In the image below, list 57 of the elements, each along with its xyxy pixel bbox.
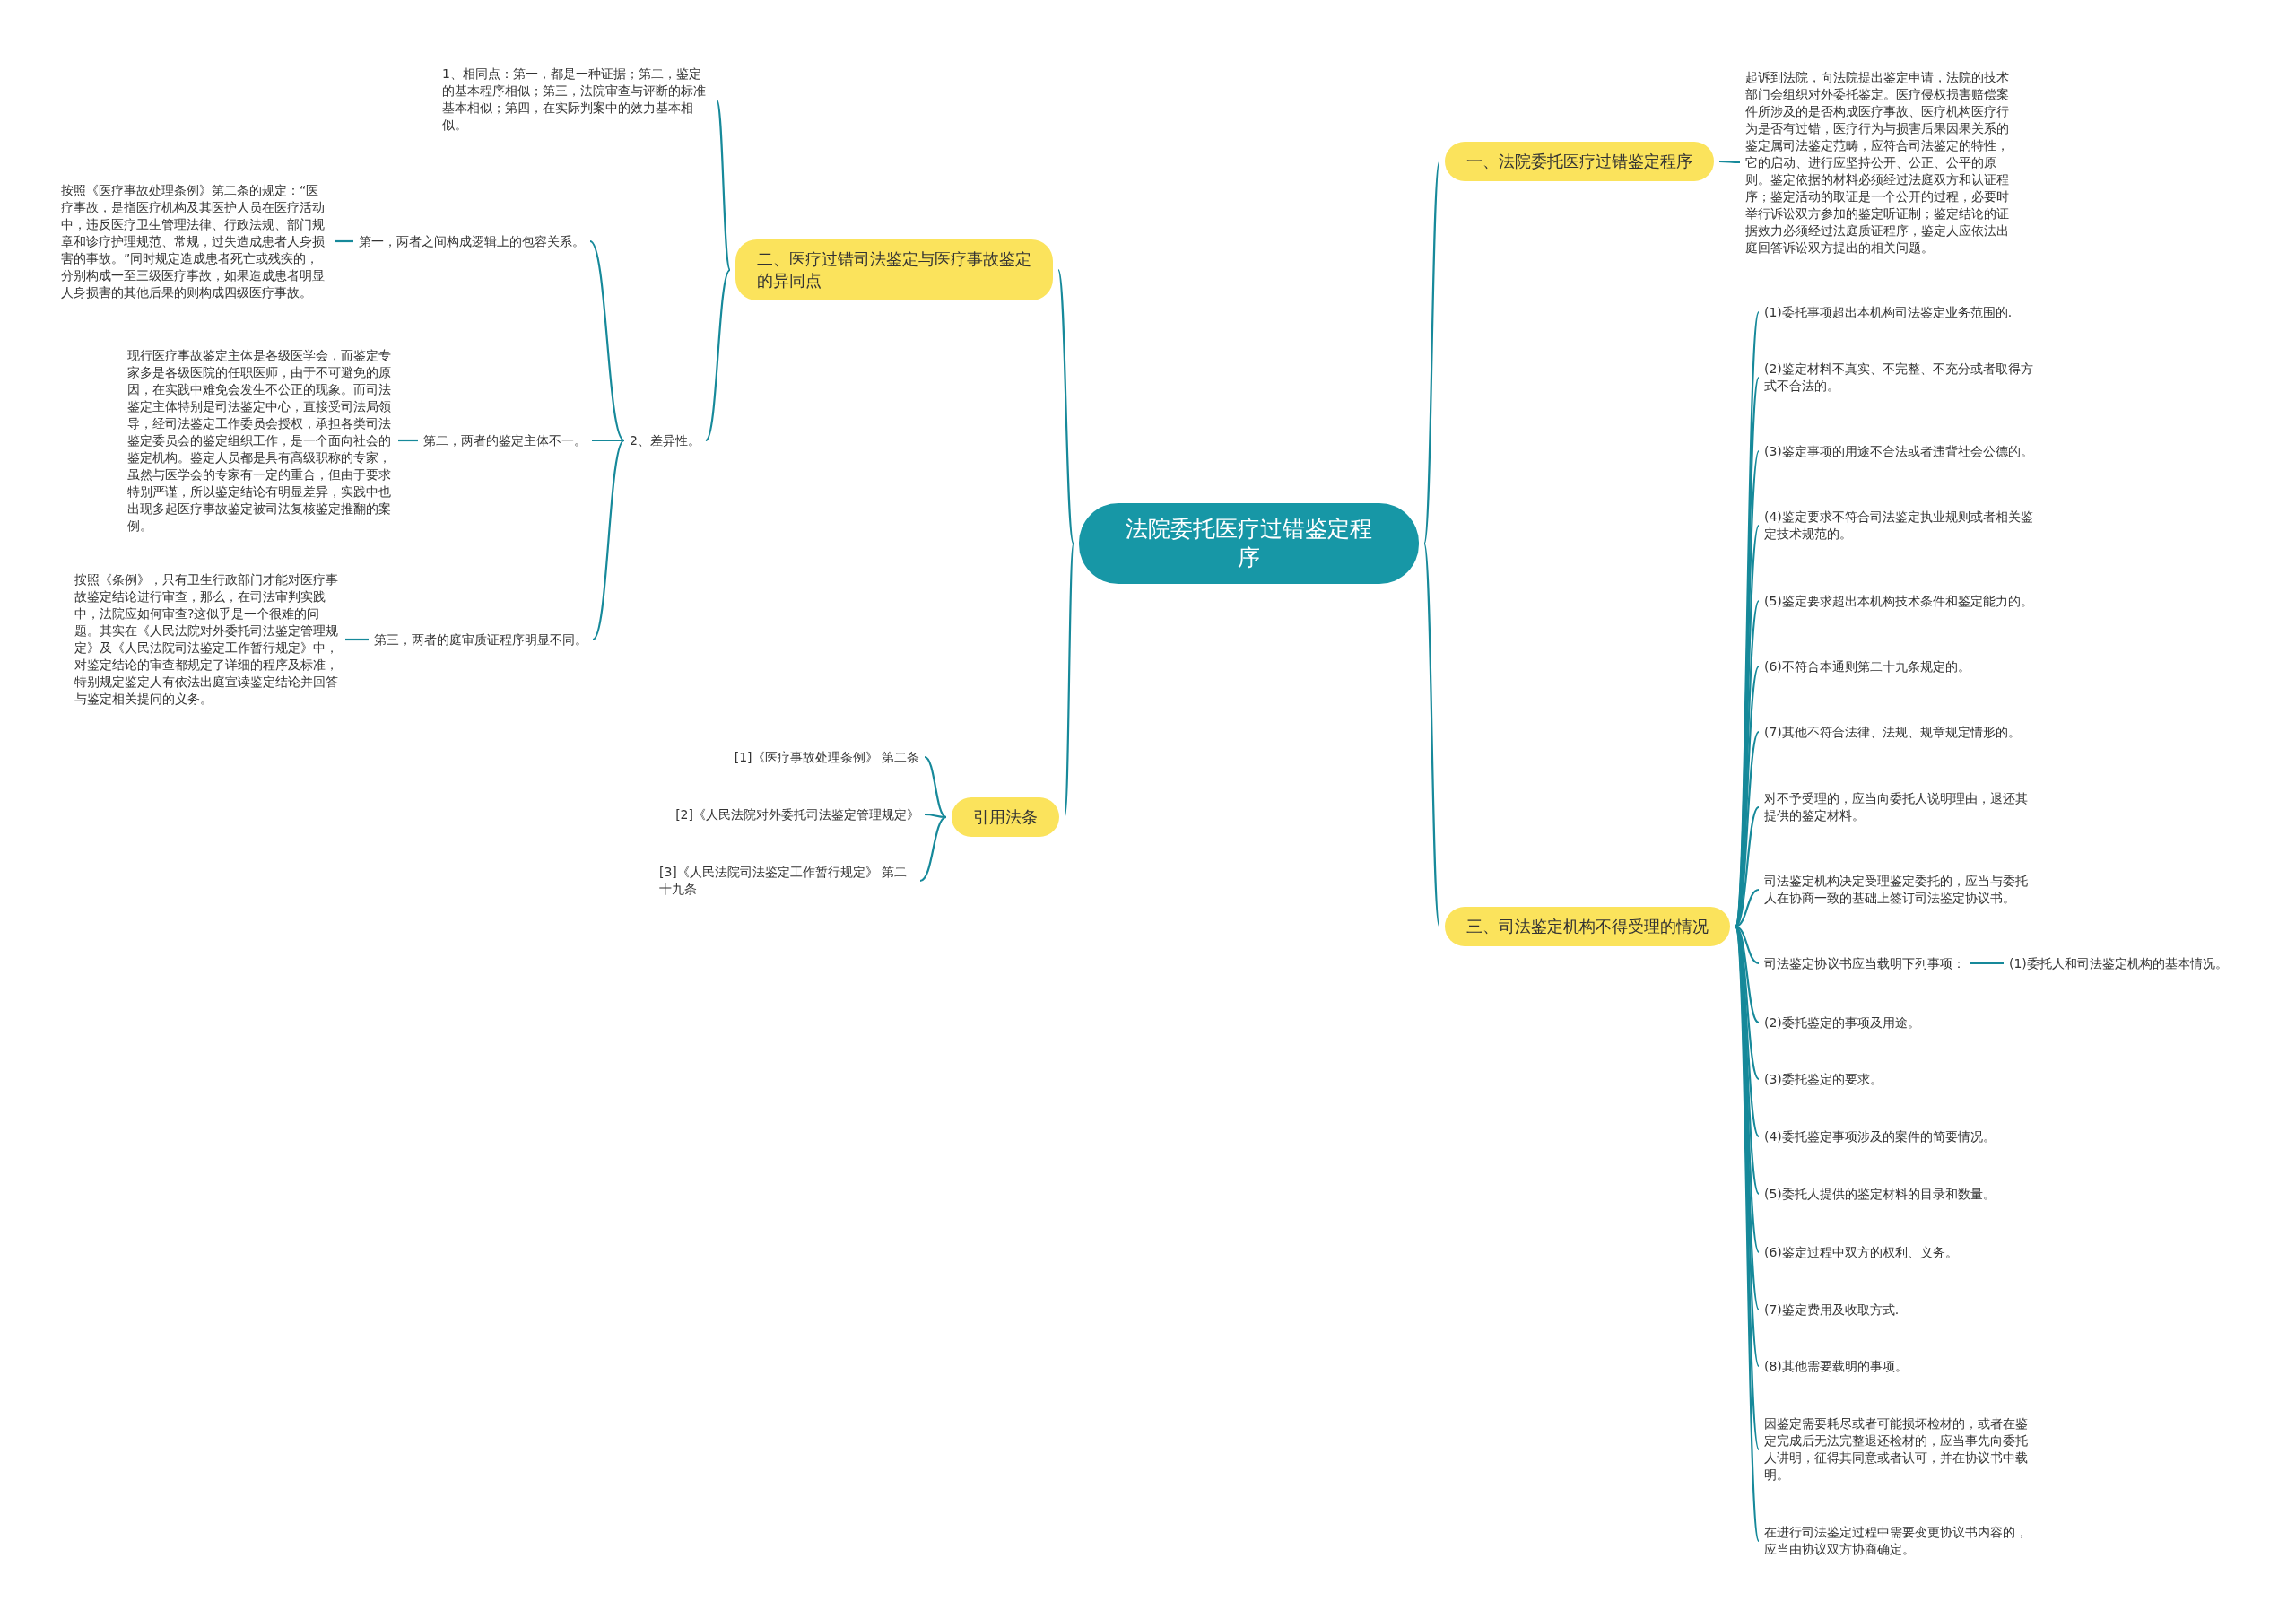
connector-line xyxy=(1422,161,1441,544)
branch-text: (5)委托人提供的鉴定材料的目录和数量。 xyxy=(1764,1185,2033,1203)
topic-pill: 二、医疗过错司法鉴定与医疗事故鉴定的异同点 xyxy=(735,239,1053,300)
branch-text: (1)委托事项超出本机构司法鉴定业务范围的. xyxy=(1764,303,2033,321)
branch-text: 第二，两者的鉴定主体不一。 xyxy=(423,431,587,449)
connector-line xyxy=(1719,160,1740,164)
connector-line xyxy=(1735,888,1760,928)
connector-line xyxy=(1063,543,1075,818)
branch-text: 司法鉴定机构决定受理鉴定委托的，应当与委托人在协商一致的基础上签订司法鉴定协议书。 xyxy=(1764,873,2033,907)
branch-text: (4)委托鉴定事项涉及的案件的简要情况。 xyxy=(1764,1127,2033,1145)
branch-text: 按照《医疗事故处理条例》第二条的规定：“医疗事故，是指医疗机构及其医护人员在医疗活动中，违反医疗卫生管理法律、行政法规、部门规章和诊疗护理规范、常规，过失造成患者人身损害的事故。”同时规定造成患者死亡或残疾的，分别构成一至三级医疗事故，如果造成患者明显人身损害的其他后果的则构成四级医疗事故。 xyxy=(61,181,330,301)
connector-line xyxy=(1735,925,1760,965)
branch-text: 起诉到法院，向法院提出鉴定申请，法院的技术部门会组织对外委托鉴定。医疗侵权损害赔偿案件所涉及的是否构成医疗事故、医疗机构医疗行为是否有过错，医疗行为与损害后果因果关系的鉴定属司法鉴定范畴，应符合司法鉴定的特性，它的启动、进行应坚持公开、公正、公平的原则。鉴定依据的材料必须经过法庭双方和认证程序；鉴定活动的取证是一个公开的过程，必要时举行诉讼双方参加的鉴定听证制；鉴定结论的证据效力必须经过法庭质证程序，鉴定人应依法出庭回答诉讼双方提出的相关问题。 xyxy=(1745,68,2014,257)
branch-text: (7)鉴定费用及收取方式. xyxy=(1764,1301,2033,1319)
branch-text: 在进行司法鉴定过程中需要变更协议书内容的，应当由协议双方协商确定。 xyxy=(1764,1524,2033,1558)
topic-pill: 三、司法鉴定机构不得受理的情况 xyxy=(1445,907,1730,946)
branch-text: 按照《条例》，只有卫生行政部门才能对医疗事故鉴定结论进行审查，那么，在司法审判实践中，法院应如何审查?这似乎是一个很难的问题。其实在《人民法院对外委托司法鉴定管理规定》及《人民法院司法鉴定工作暂行规定》中，对鉴定结论的审查都规定了详细的程序及标准，特别规定鉴定人有依法出庭宣读鉴定结论并回答与鉴定相关提问的义务。 xyxy=(74,571,340,708)
connector-line xyxy=(705,269,731,441)
branch-text: (3)鉴定事项的用途不合法或者违背社会公德的。 xyxy=(1764,442,2033,460)
branch-text: (2)鉴定材料不真实、不完整、不充分或者取得方式不合法的。 xyxy=(1764,361,2033,395)
connector-line xyxy=(592,439,624,442)
branch-text: (5)鉴定要求超出本机构技术条件和鉴定能力的。 xyxy=(1764,592,2033,610)
connector-line xyxy=(398,439,418,442)
branch-text: 现行医疗事故鉴定主体是各级医学会，而鉴定专家多是各级医院的任职医师，由于不可避免的原因，在实践中难免会发生不公正的现象。而司法鉴定主体特别是司法鉴定中心，直接受司法局领导，经司法鉴定工作委员会授权，承担各类司法鉴定委员会的鉴定组织工作，是一个面向社会的鉴定机构。鉴定人员都是具有高级职称的专家，虽然与医学会的专家有一定的重合，但由于要求特别严谨，所以鉴定结论有明显差异，实践中也出现多起医疗事故鉴定被司法复核鉴定推翻的案例。 xyxy=(127,346,393,535)
branch-text: [3]《人民法院司法鉴定工作暂行规定》 第二十九条 xyxy=(659,864,915,898)
branch-text: (4)鉴定要求不符合司法鉴定执业规则或者相关鉴定技术规范的。 xyxy=(1764,509,2033,543)
branch-text: 因鉴定需要耗尽或者可能损坏检材的，或者在鉴定完成后无法完整退还检材的，应当事先向委托人讲明，征得其同意或者认可，并在协议书中载明。 xyxy=(1764,1415,2033,1484)
connector-line xyxy=(592,440,625,640)
connector-line xyxy=(1057,269,1075,544)
connector-line xyxy=(1970,962,2004,965)
connector-line xyxy=(589,240,625,441)
branch-text: 第三，两者的庭审质证程序明显不同。 xyxy=(374,631,587,648)
branch-text: [2]《人民法院对外委托司法鉴定管理规定》 xyxy=(632,805,919,823)
branch-text: 1、相同点：第一，都是一种证据；第二，鉴定的基本程序相似；第三，法院审查与评断的标准基本相似；第四，在实际判案中的效力基本相似。 xyxy=(442,65,711,134)
topic-pill: 引用法条 xyxy=(952,797,1059,837)
connector-line xyxy=(345,638,369,641)
branch-text: 司法鉴定协议书应当载明下列事项： xyxy=(1764,954,1965,972)
branch-text: 2、差异性。 xyxy=(630,431,700,449)
connector-line xyxy=(919,816,947,882)
branch-text: (3)委托鉴定的要求。 xyxy=(1764,1070,2033,1088)
connector-line xyxy=(924,813,947,819)
branch-text: (6)不符合本通则第二十九条规定的。 xyxy=(1764,657,2033,675)
topic-pill: 一、法院委托医疗过错鉴定程序 xyxy=(1445,142,1714,181)
branch-text: 第一，两者之间构成逻辑上的包容关系。 xyxy=(359,232,585,250)
branch-text: (2)委托鉴定的事项及用途。 xyxy=(1764,1014,2033,1031)
connector-line xyxy=(716,99,731,271)
branch-text: 对不予受理的，应当向委托人说明理由，退还其提供的鉴定材料。 xyxy=(1764,790,2033,824)
branch-text: (6)鉴定过程中双方的权利、义务。 xyxy=(1764,1243,2033,1261)
connector-line xyxy=(924,756,947,818)
branch-text: (1)委托人和司法鉴定机构的基本情况。 xyxy=(2009,954,2228,972)
central-topic-box: 法院委托医疗过错鉴定程序 xyxy=(1079,503,1419,584)
branch-text: [1]《医疗事故处理条例》 第二条 xyxy=(632,748,919,766)
branch-text: (8)其他需要载明的事项。 xyxy=(1764,1357,2033,1375)
branch-text: (7)其他不符合法律、法规、规章规定情形的。 xyxy=(1764,723,2033,741)
connector-line xyxy=(1422,543,1441,927)
connector-line xyxy=(1734,525,1761,927)
connector-line xyxy=(335,239,353,243)
